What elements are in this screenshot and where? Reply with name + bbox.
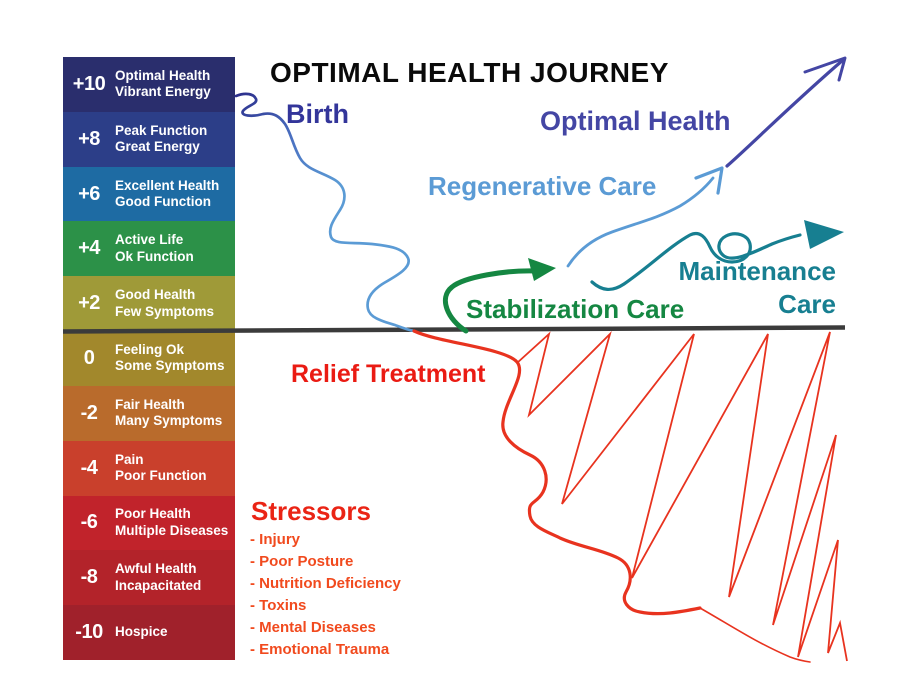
maintenance-care-label: Maintenance Care	[678, 256, 837, 319]
scale-value: +8	[78, 127, 100, 150]
scale-band-+2: +2 Good Health Few Symptoms	[63, 276, 235, 332]
health-scale: +10 Optimal Health Vibrant Energy +8 Peak F…	[63, 57, 235, 660]
scale-band--10: -10 Hospice	[63, 605, 235, 660]
scale-value: +6	[78, 182, 100, 205]
scale-value: +10	[72, 72, 106, 95]
scale-label: Active Life Ok Function	[115, 232, 194, 264]
stressor-item: - Emotional Trauma	[250, 641, 390, 658]
scale-band-+8: +8 Peak Function Great Energy	[63, 111, 235, 167]
optimal-health-arrowhead-icon	[803, 56, 847, 82]
relief-treatment-curve-tail	[699, 607, 811, 663]
scale-label: Hospice	[115, 624, 168, 640]
stressors-list: - Injury - Poor Posture - Nutrition Defici…	[250, 529, 401, 661]
scale-label: Good Health Few Symptoms	[115, 287, 215, 319]
stressor-spikes-zigzag	[516, 330, 848, 662]
regenerative-care-arrowhead-icon	[694, 166, 724, 195]
scale-label: Poor Health Multiple Diseases	[115, 506, 229, 538]
optimal-health-arrow	[725, 58, 845, 168]
scale-value: 0	[83, 346, 95, 369]
relief-treatment-label: Relief Treatment	[291, 360, 486, 388]
scale-band--2: -2 Fair Health Many Symptoms	[63, 385, 235, 441]
birth-label: Birth	[286, 99, 349, 129]
scale-value: -10	[75, 621, 103, 644]
stressor-item: - Mental Diseases	[250, 619, 376, 636]
maintenance-care-arrowhead-icon	[804, 220, 844, 249]
page-title: OPTIMAL HEALTH JOURNEY	[270, 57, 669, 88]
scale-band-0: 0 Feeling Ok Some Symptoms	[63, 331, 235, 386]
scale-value: -6	[80, 511, 98, 534]
scale-value: +4	[78, 237, 100, 260]
scale-band-+10: +10 Optimal Health Vibrant Energy	[63, 57, 235, 112]
regenerative-care-label: Regenerative Care	[428, 171, 657, 201]
scale-label: Awful Health Incapacitated	[115, 561, 202, 593]
scale-label: Peak Function Great Energy	[115, 122, 208, 155]
stressors-heading: Stressors	[251, 496, 371, 526]
scale-label: Optimal Health Vibrant Energy	[115, 67, 211, 100]
scale-band-+4: +4 Active Life Ok Function	[63, 221, 235, 277]
optimal-health-label: Optimal Health	[540, 106, 731, 136]
scale-value: +2	[78, 292, 100, 315]
scale-value: -4	[80, 456, 98, 479]
scale-label: Feeling Ok Some Symptoms	[115, 342, 225, 374]
scale-band--4: -4 Pain Poor Function	[63, 440, 235, 496]
scale-band-+6: +6 Excellent Health Good Function	[63, 166, 235, 222]
scale-value: -2	[80, 401, 98, 424]
stressor-item: - Poor Posture	[250, 553, 354, 570]
scale-band--8: -8 Awful Health Incapacitated	[63, 550, 235, 606]
stressor-item: - Injury	[250, 531, 301, 548]
stabilization-care-label: Stabilization Care	[466, 294, 685, 324]
scale-label: Pain Poor Function	[115, 451, 207, 484]
stressor-item: - Nutrition Deficiency	[250, 575, 401, 592]
scale-label: Fair Health Many Symptoms	[115, 396, 223, 429]
stabilization-care-arrowhead-icon	[528, 258, 556, 281]
stressor-item: - Toxins	[250, 597, 307, 614]
scale-band--6: -6 Poor Health Multiple Diseases	[63, 495, 235, 551]
scale-value: -8	[80, 566, 98, 589]
scale-label: Excellent Health Good Function	[115, 177, 220, 210]
